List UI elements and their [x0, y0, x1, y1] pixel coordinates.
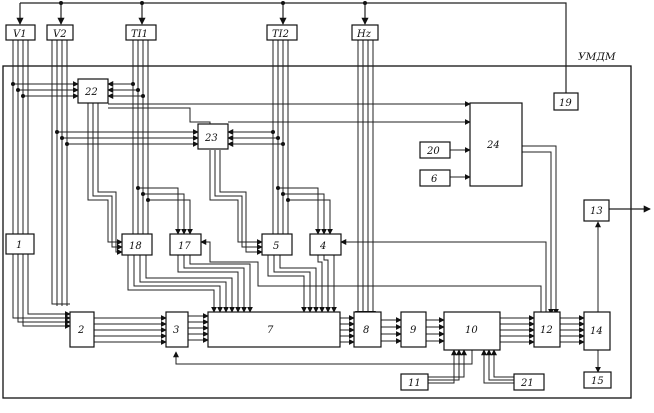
- b14-outputs: [595, 205, 651, 373]
- block-3: 3: [165, 311, 189, 348]
- svg-text:23: 23: [204, 133, 218, 144]
- main-chain: [340, 315, 585, 345]
- block-ti1: TI1: [125, 24, 157, 41]
- block-22: 22: [77, 78, 109, 104]
- sensor-buses: [12, 40, 376, 317]
- block-hz: Hz: [351, 24, 379, 41]
- svg-text:6: 6: [431, 174, 438, 185]
- svg-text:V1: V1: [13, 29, 27, 40]
- block-v1: V1: [5, 24, 36, 41]
- b12-feedback: [200, 239, 547, 314]
- block-4: 4: [309, 233, 342, 256]
- block-5: 5: [261, 233, 293, 256]
- block-8: 8: [353, 311, 382, 348]
- b24-to-b12: [522, 145, 559, 315]
- svg-text:21: 21: [520, 378, 534, 389]
- svg-text:3: 3: [173, 325, 179, 336]
- b18-b17-to-b7: [127, 255, 253, 313]
- svg-text:1: 1: [16, 240, 22, 251]
- b1-to-b2: [12, 254, 71, 329]
- b5-b4-to-b7: [267, 254, 337, 313]
- block-15: 15: [583, 371, 612, 389]
- svg-text:22: 22: [84, 87, 98, 98]
- block-2: 2: [69, 311, 95, 348]
- ti2-to-b4: [276, 186, 333, 235]
- svg-text:TI1: TI1: [131, 29, 148, 40]
- svg-text:18: 18: [129, 241, 142, 252]
- svg-text:11: 11: [408, 378, 421, 389]
- svg-text:12: 12: [540, 325, 553, 336]
- b2-to-b3: [94, 315, 167, 345]
- svg-text:19: 19: [559, 98, 572, 109]
- svg-text:4: 4: [319, 241, 326, 252]
- block-24: 24: [469, 102, 523, 187]
- svg-text:17: 17: [178, 241, 191, 252]
- block-20: 20: [419, 141, 451, 159]
- block-11: 11: [400, 373, 429, 391]
- svg-text:8: 8: [363, 325, 369, 336]
- block-7: 7: [207, 311, 341, 348]
- block-ti2: TI2: [266, 24, 298, 41]
- svg-text:24: 24: [486, 140, 500, 151]
- block-14: 14: [583, 311, 611, 351]
- svg-text:TI2: TI2: [272, 29, 289, 40]
- svg-text:Hz: Hz: [356, 29, 372, 40]
- block-v2: V2: [46, 24, 74, 41]
- b22-to-b18: [87, 103, 123, 255]
- bus-to-22: [11, 81, 145, 99]
- to-24: [108, 101, 471, 180]
- svg-text:14: 14: [590, 326, 603, 337]
- svg-text:15: 15: [591, 376, 604, 387]
- block-6: 6: [419, 169, 451, 187]
- svg-text:V2: V2: [53, 29, 67, 40]
- block-18: 18: [121, 233, 153, 256]
- svg-text:10: 10: [465, 325, 478, 336]
- b23-to-b5: [209, 150, 263, 255]
- block-1: 1: [5, 233, 35, 255]
- svg-text:9: 9: [410, 325, 417, 336]
- svg-text:2: 2: [77, 325, 84, 336]
- b3-to-b7: [188, 313, 209, 343]
- block-10: 10: [443, 311, 501, 351]
- svg-text:7: 7: [267, 325, 274, 336]
- b10-to-b3: [173, 348, 473, 365]
- svg-text:13: 13: [590, 206, 603, 217]
- block-21: 21: [513, 373, 545, 391]
- bus-to-23: [55, 129, 285, 147]
- block-13: 13: [583, 199, 610, 222]
- block-23: 23: [197, 123, 229, 150]
- b11-b21-to-b10: [428, 349, 514, 384]
- system-label: УМДМ: [578, 51, 616, 63]
- top-bus: [16, 1, 567, 93]
- block-9: 9: [400, 311, 427, 348]
- ti1-to-b17: [136, 186, 193, 235]
- umdm-frame: УМДМ: [2, 51, 632, 399]
- svg-text:5: 5: [273, 241, 279, 252]
- svg-text:20: 20: [426, 146, 440, 157]
- block-17: 17: [169, 233, 202, 256]
- block-12: 12: [533, 311, 561, 348]
- block-19: 19: [553, 92, 579, 111]
